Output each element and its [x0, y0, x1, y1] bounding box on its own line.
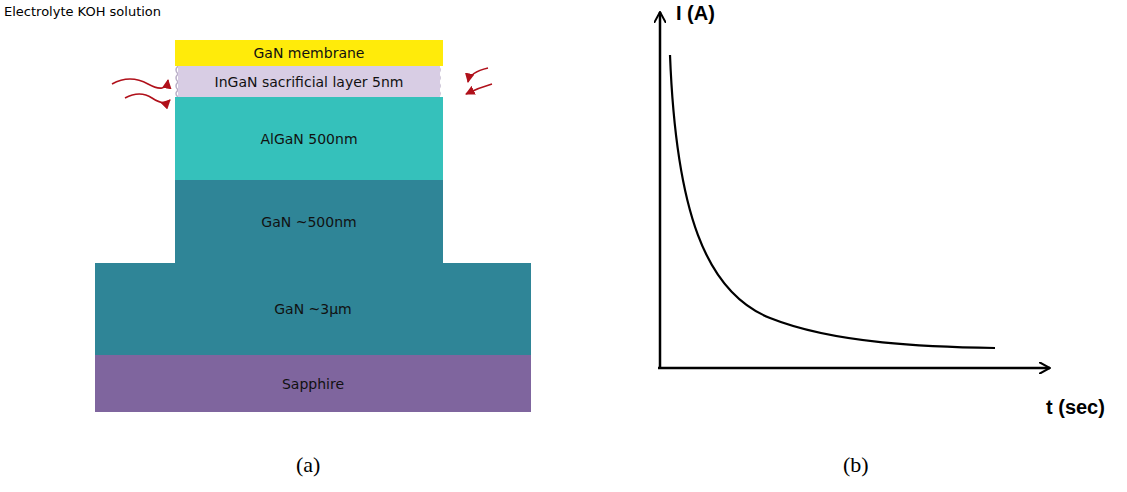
- layer-label: GaN ~500nm: [261, 214, 356, 230]
- layer-label: Sapphire: [282, 376, 344, 392]
- current-decay-curve: [670, 55, 995, 348]
- algan-layer: AlGaN 500nm: [175, 97, 443, 180]
- axis-label: I (A): [676, 2, 715, 25]
- axis-label: t (sec): [1046, 396, 1105, 419]
- panel-label: (a): [296, 452, 320, 478]
- layer-label: GaN membrane: [254, 45, 365, 61]
- layer-label: GaN ~3μm: [274, 301, 352, 317]
- gan-buffer-layer: GaN ~3μm: [95, 263, 531, 355]
- substrate-layer: Sapphire: [95, 355, 531, 412]
- gan-layer: GaN ~500nm: [175, 180, 443, 263]
- plot-axes: [658, 12, 1050, 368]
- layer-label: InGaN sacrificial layer 5nm: [215, 74, 404, 90]
- sacrificial-layer: InGaN sacrificial layer 5nm: [178, 66, 440, 97]
- membrane-layer: GaN membrane: [175, 40, 443, 66]
- layer-label: AlGaN 500nm: [260, 131, 357, 147]
- panel-label: (b): [843, 452, 869, 478]
- electrolyte-label: Electrolyte KOH solution: [4, 4, 161, 19]
